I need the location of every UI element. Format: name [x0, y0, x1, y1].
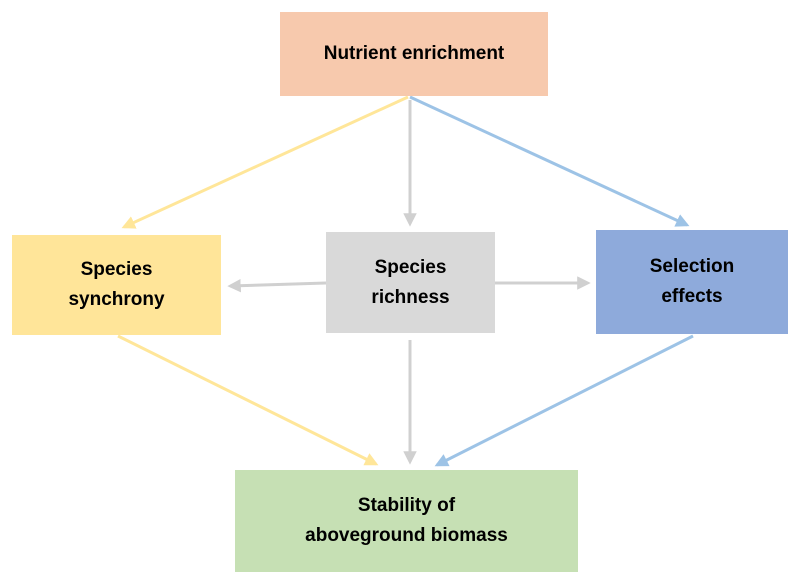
node-label: Species synchrony [68, 259, 165, 310]
node-species-richness: Species richness [326, 232, 495, 333]
node-stability-aboveground-biomass: Stability of aboveground biomass [235, 470, 578, 572]
arrow-nutrient-to-selection [409, 95, 690, 227]
node-selection-effects: Selection effects [596, 230, 788, 334]
node-label: Selection effects [649, 256, 735, 307]
arrow-synchrony-to-stability [117, 334, 379, 466]
node-label: Species richness [371, 256, 450, 308]
node-label: Stability of aboveground biomass [305, 495, 508, 546]
node-nutrient-enrichment: Nutrient enrichment [280, 12, 548, 96]
node-label: Nutrient enrichment [323, 43, 505, 64]
arrow-nutrient-to-synchrony [121, 95, 409, 229]
arrow-richness-to-synchrony [227, 278, 327, 293]
node-species-synchrony: Species synchrony [12, 235, 221, 335]
arrow-selection-to-stability [434, 334, 694, 467]
